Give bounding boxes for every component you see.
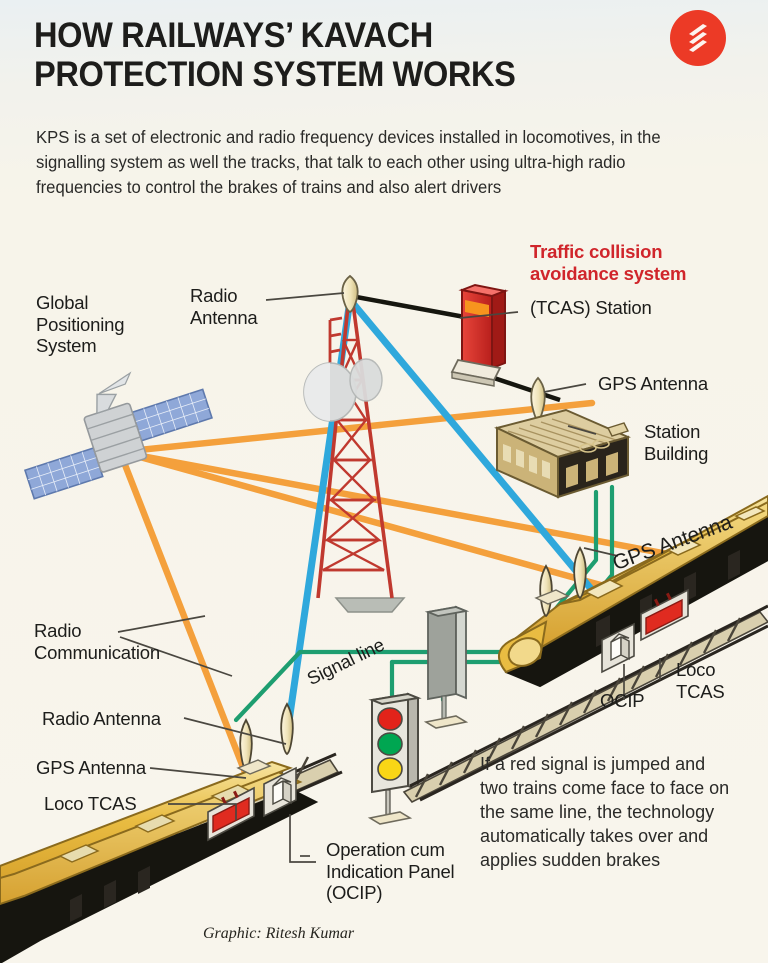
ocip-box-left [263,766,297,818]
station-windows-left [503,444,550,479]
note-text: If a red signal is jumped and two trains… [480,754,730,870]
label-radio-antenna-train: Radio Antenna [42,708,161,729]
label-gps-antenna-station: GPS Antenna [598,373,708,394]
label-gps-antenna-train-left: GPS Antenna [36,757,146,778]
gps-satellite [23,371,213,500]
signal-light-green [377,732,403,756]
signal-light-red [377,707,403,731]
train-left-windows [70,866,150,922]
train-right-roof-fittings [584,506,766,599]
label-gps-system: Global Positioning System [36,292,125,357]
label-station-building: Station Building [644,421,709,464]
indian-express-logo [670,10,726,66]
ocip-box-right [601,622,635,674]
label-loco-tcas-left: Loco TCAS [44,793,137,814]
loco-gps-antennas-right [534,546,587,618]
station-building [494,376,631,499]
label-tcas-station-red: Traffic collision avoidance system [530,241,687,284]
traffic-signal [367,692,422,825]
radio-tower [303,274,406,613]
title-line-1: HOW RAILWAYS’ KAVACH [34,16,433,55]
graphic-credit: Graphic: Ritesh Kumar [203,925,355,942]
loco-tcas-box-left [207,786,255,842]
train-right [497,494,768,688]
intro-paragraph: KPS is a set of electronic and radio fre… [36,127,661,197]
relay-cabinet [423,605,470,729]
rail-track-right [402,604,768,804]
label-radio-communication: Radio Communication [34,620,160,663]
train-left [0,702,319,963]
signal-light-yellow [377,757,403,781]
title-line-2: PROTECTION SYSTEM WORKS [34,55,516,95]
station-windows-right [566,452,618,488]
tcas-station [450,283,509,387]
label-ocip-left: Operation cum Indication Panel (OCIP) [326,839,455,904]
train-windshield [507,637,543,667]
label-tcas-station-plain: (TCAS) Station [530,297,652,318]
header: HOW RAILWAYS’ KAVACH PROTECTION SYSTEM W… [0,0,768,240]
label-ocip-right: OCIP [600,690,645,711]
page-title: HOW RAILWAYS’ KAVACH PROTECTION SYSTEM W… [34,16,555,94]
loco-tcas-box-right [640,588,689,642]
leader-lines [117,292,661,863]
label-loco-tcas-right: Loco TCAS [676,659,725,702]
label-radio-antenna-tower: Radio Antenna [190,285,258,328]
